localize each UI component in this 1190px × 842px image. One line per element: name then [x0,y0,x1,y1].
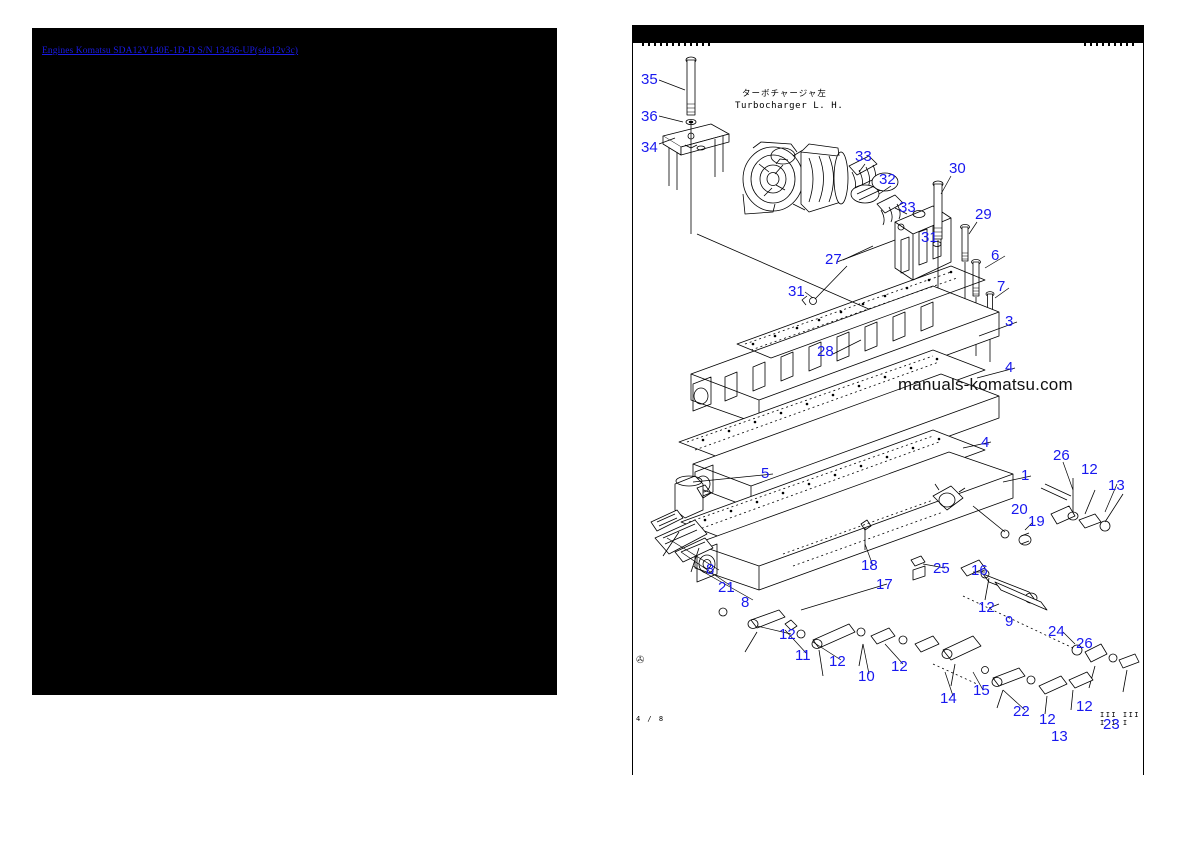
part-callout-34: 34 [641,139,658,156]
part-callout-33: 33 [899,199,916,216]
diagram-border-left [632,43,633,775]
part-callout-28: 28 [817,343,834,360]
part-callout-8: 8 [741,594,750,611]
part-callout-33: 33 [855,148,872,165]
part-callout-22: 22 [1013,703,1030,720]
exploded-parts-illustration [633,44,1143,744]
header-dot-rule-left [642,43,712,46]
part-callout-36: 36 [641,108,658,125]
part-callout-5: 5 [761,465,770,482]
part-callout-20: 20 [1011,501,1028,518]
part-callout-19: 19 [1028,513,1045,530]
part-callout-30: 30 [949,160,966,177]
part-callout-10: 10 [858,668,875,685]
part-callout-8: 8 [706,561,715,578]
part-callout-12: 12 [779,626,796,643]
part-callout-9: 9 [1005,613,1014,630]
part-callout-12: 12 [1076,698,1093,715]
caption-japanese: ターボチャージャ左 [742,89,827,99]
part-callout-7: 7 [997,278,1006,295]
part-callout-32: 32 [879,171,896,188]
part-callout-31: 31 [921,229,938,246]
part-callout-27: 27 [825,251,842,268]
part-callout-13: 13 [1108,477,1125,494]
part-callout-12: 12 [891,658,908,675]
part-callout-25: 25 [933,560,950,577]
part-callout-13: 13 [1051,728,1068,745]
part-callout-1: 1 [1021,467,1030,484]
document-title-link[interactable]: Engines Komatsu SDA12V140E-1D-D S/N 1343… [42,46,299,56]
part-callout-12: 12 [829,653,846,670]
part-callout-4: 4 [981,434,990,451]
part-callout-14: 14 [940,690,957,707]
parts-illustration-svg [650,56,1140,715]
page-number: 4 / 8 [636,715,665,723]
part-callout-4: 4 [1005,359,1014,376]
part-callout-17: 17 [876,576,893,593]
corner-glyph-icon: ✇ [636,655,645,666]
part-callout-31: 31 [788,283,805,300]
header-dot-rule-right [1084,43,1136,46]
part-callout-3: 3 [1005,313,1014,330]
part-callout-35: 35 [641,71,658,88]
part-callout-24: 24 [1048,623,1065,640]
part-callout-12: 12 [1039,711,1056,728]
part-callout-29: 29 [975,206,992,223]
part-callout-18: 18 [861,557,878,574]
revision-marks: III III I I I [1100,711,1141,727]
part-callout-12: 12 [978,599,995,616]
part-callout-26: 26 [1076,635,1093,652]
part-callout-15: 15 [973,682,990,699]
part-callout-23: 23 [1103,716,1120,733]
part-callout-16: 16 [971,562,988,579]
parts-diagram-panel: ターボチャージャ左 Turbocharger L. H. manuals-kom… [632,25,1144,775]
diagram-header-band [632,25,1144,43]
part-callout-11: 11 [795,647,811,664]
diagram-border-right [1143,25,1144,775]
document-preview-panel: Engines Komatsu SDA12V140E-1D-D S/N 1343… [32,28,557,695]
caption-english: Turbocharger L. H. [735,101,844,111]
watermark-text: manuals-komatsu.com [898,375,1073,394]
part-callout-21: 21 [718,579,735,596]
part-callout-6: 6 [991,247,1000,264]
part-callout-12: 12 [1081,461,1098,478]
part-callout-26: 26 [1053,447,1070,464]
